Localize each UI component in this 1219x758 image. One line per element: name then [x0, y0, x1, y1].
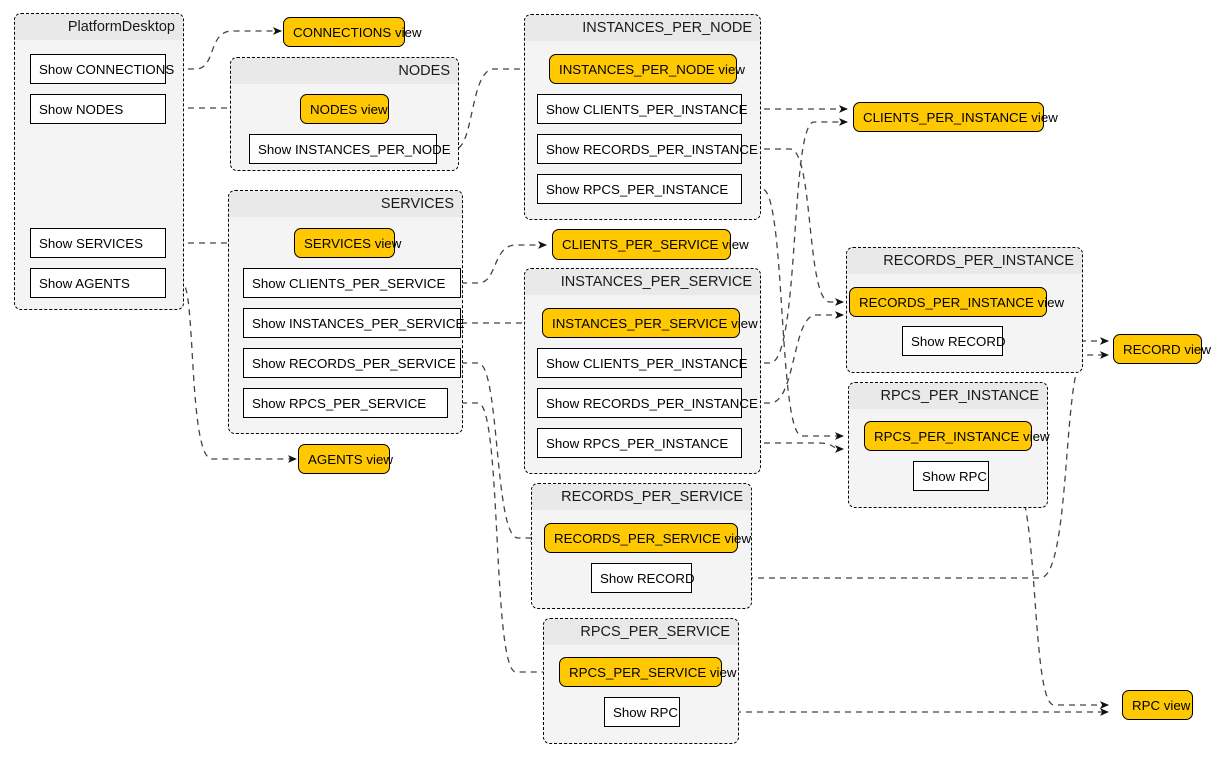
group-title-platformdesktop: PlatformDesktop	[15, 14, 183, 40]
action-show-agents[interactable]: Show AGENTS	[30, 268, 166, 298]
view-rpcs-per-service[interactable]: RPCS_PER_SERVICE view	[559, 657, 737, 687]
action-show-rpcs-per-service[interactable]: Show RPCS_PER_SERVICE	[243, 388, 448, 418]
view-agents[interactable]: AGENTS view	[298, 444, 393, 474]
view-clients-per-instance[interactable]: CLIENTS_PER_INSTANCE view	[853, 102, 1058, 132]
group-title-rpcs-per-service: RPCS_PER_SERVICE	[544, 619, 738, 645]
group-title-records-per-instance: RECORDS_PER_INSTANCE	[847, 248, 1082, 274]
action-rpci-show-rpc[interactable]: Show RPC	[913, 461, 989, 491]
action-rpcss-show-rpc[interactable]: Show RPC	[604, 697, 680, 727]
action-ips-show-clients-per-instance[interactable]: Show CLIENTS_PER_INSTANCE	[537, 348, 748, 378]
action-show-nodes[interactable]: Show NODES	[30, 94, 166, 124]
action-show-services[interactable]: Show SERVICES	[30, 228, 166, 258]
view-nodes[interactable]: NODES view	[300, 94, 389, 124]
action-ips-show-rpcs-per-instance[interactable]: Show RPCS_PER_INSTANCE	[537, 428, 742, 458]
action-ips-show-records-per-instance[interactable]: Show RECORDS_PER_INSTANCE	[537, 388, 758, 418]
action-ipn-show-clients-per-instance[interactable]: Show CLIENTS_PER_INSTANCE	[537, 94, 748, 124]
group-title-instances-per-service: INSTANCES_PER_SERVICE	[525, 269, 760, 295]
action-show-clients-per-service[interactable]: Show CLIENTS_PER_SERVICE	[243, 268, 461, 298]
view-instances-per-node[interactable]: INSTANCES_PER_NODE view	[549, 54, 745, 84]
group-title-services: SERVICES	[229, 191, 462, 217]
view-instances-per-service[interactable]: INSTANCES_PER_SERVICE view	[542, 308, 758, 338]
view-records-per-instance[interactable]: RECORDS_PER_INSTANCE view	[849, 287, 1064, 317]
action-ipn-show-records-per-instance[interactable]: Show RECORDS_PER_INSTANCE	[537, 134, 758, 164]
edge-rpci-rpc	[989, 475, 1109, 709]
group-title-nodes: NODES	[231, 58, 458, 84]
group-title-rpcs-per-instance: RPCS_PER_INSTANCE	[849, 383, 1047, 409]
action-show-connections[interactable]: Show CONNECTIONS	[30, 54, 174, 84]
view-rpcs-per-instance[interactable]: RPCS_PER_INSTANCE view	[864, 421, 1050, 451]
view-services[interactable]: SERVICES view	[294, 228, 401, 258]
action-ipn-show-rpcs-per-instance[interactable]: Show RPCS_PER_INSTANCE	[537, 174, 742, 204]
view-records-per-service[interactable]: RECORDS_PER_SERVICE view	[544, 523, 751, 553]
action-show-instances-per-service[interactable]: Show INSTANCES_PER_SERVICE	[243, 308, 464, 338]
view-connections[interactable]: CONNECTIONS view	[283, 17, 422, 47]
group-title-records-per-service: RECORDS_PER_SERVICE	[532, 484, 751, 510]
action-show-instances-per-node[interactable]: Show INSTANCES_PER_NODE	[249, 134, 451, 164]
action-rcpi-show-record[interactable]: Show RECORD	[902, 326, 1006, 356]
group-title-instances-per-node: INSTANCES_PER_NODE	[525, 15, 760, 41]
action-show-records-per-service[interactable]: Show RECORDS_PER_SERVICE	[243, 348, 461, 378]
view-rpc[interactable]: RPC view	[1122, 690, 1193, 720]
view-record[interactable]: RECORD view	[1113, 334, 1211, 364]
view-clients-per-service[interactable]: CLIENTS_PER_SERVICE view	[552, 229, 749, 260]
action-rcps-show-record[interactable]: Show RECORD	[591, 563, 695, 593]
